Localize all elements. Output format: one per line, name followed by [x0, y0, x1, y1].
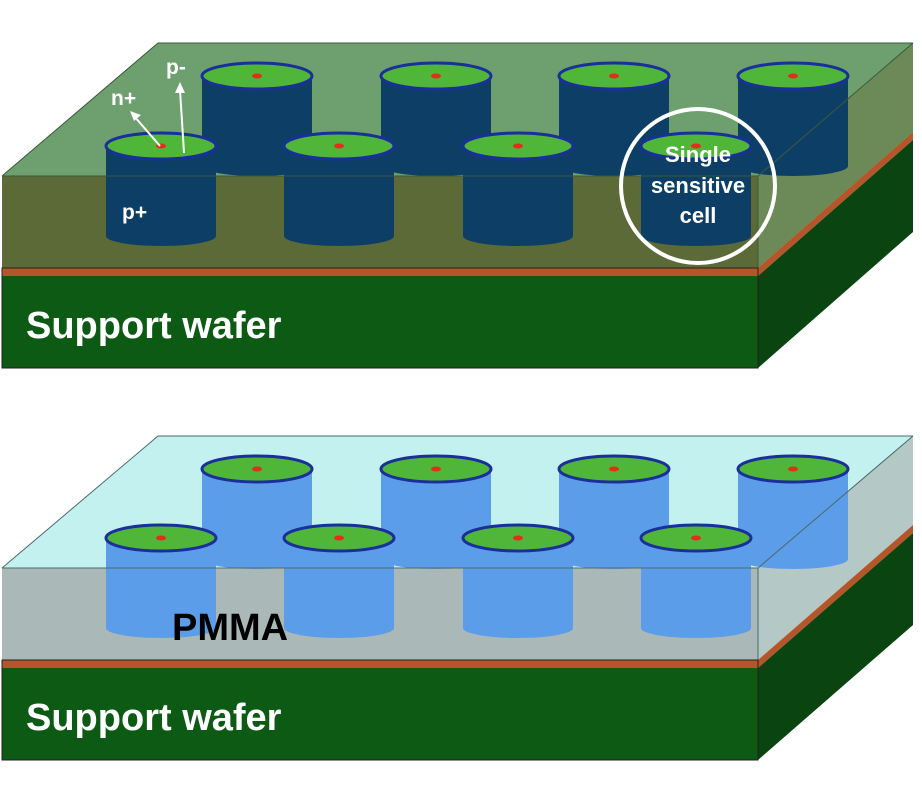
cylinder-front-2 — [282, 131, 396, 246]
support-wafer-label-top: Support wafer — [26, 305, 282, 347]
single-cell-callout-circle — [619, 107, 777, 265]
cylinder-back-4 — [736, 61, 850, 176]
top-panel: n+ p- p+ Single sensitive cell Support w… — [1, 42, 914, 369]
support-wafer-front — [2, 276, 758, 368]
cylinder-front-3 — [461, 131, 575, 246]
bond-stripe-front — [2, 268, 758, 276]
cylinder-front-1 — [104, 131, 218, 246]
callout-line-3: cell — [680, 203, 717, 228]
p-minus-label: p- — [166, 56, 186, 79]
pmma-cylinder-front-2 — [282, 523, 396, 638]
p-minus-arrow — [179, 89, 185, 154]
pmma-cylinder-front-1 — [104, 523, 218, 638]
callout-line-1: Single — [665, 142, 731, 167]
support-wafer-right — [758, 140, 913, 368]
bond-stripe-right — [758, 132, 913, 276]
n-plus-label: n+ — [111, 87, 136, 110]
pmma-cylinder-front-4 — [639, 523, 753, 638]
cylinder-back-3 — [557, 61, 671, 176]
support-wafer-label-bottom: Support wafer — [26, 697, 282, 739]
cylinder-front-4 — [639, 131, 753, 246]
cylinder-back-1 — [200, 61, 314, 176]
support-wafer-right-bottom — [758, 533, 913, 760]
pmma-cylinder-back-4 — [736, 454, 850, 569]
pmma-label: PMMA — [172, 607, 288, 649]
pmma-cylinder-front-3 — [461, 523, 575, 638]
support-wafer-front-bottom — [2, 668, 758, 760]
p-plus-label: p+ — [122, 201, 147, 224]
bottom-panel: PMMA Support wafer — [1, 435, 914, 761]
bond-stripe-front-bottom — [2, 660, 758, 668]
n-plus-arrow — [133, 115, 161, 147]
bond-stripe-right-bottom — [758, 525, 913, 668]
callout-line-2: sensitive — [651, 173, 745, 198]
